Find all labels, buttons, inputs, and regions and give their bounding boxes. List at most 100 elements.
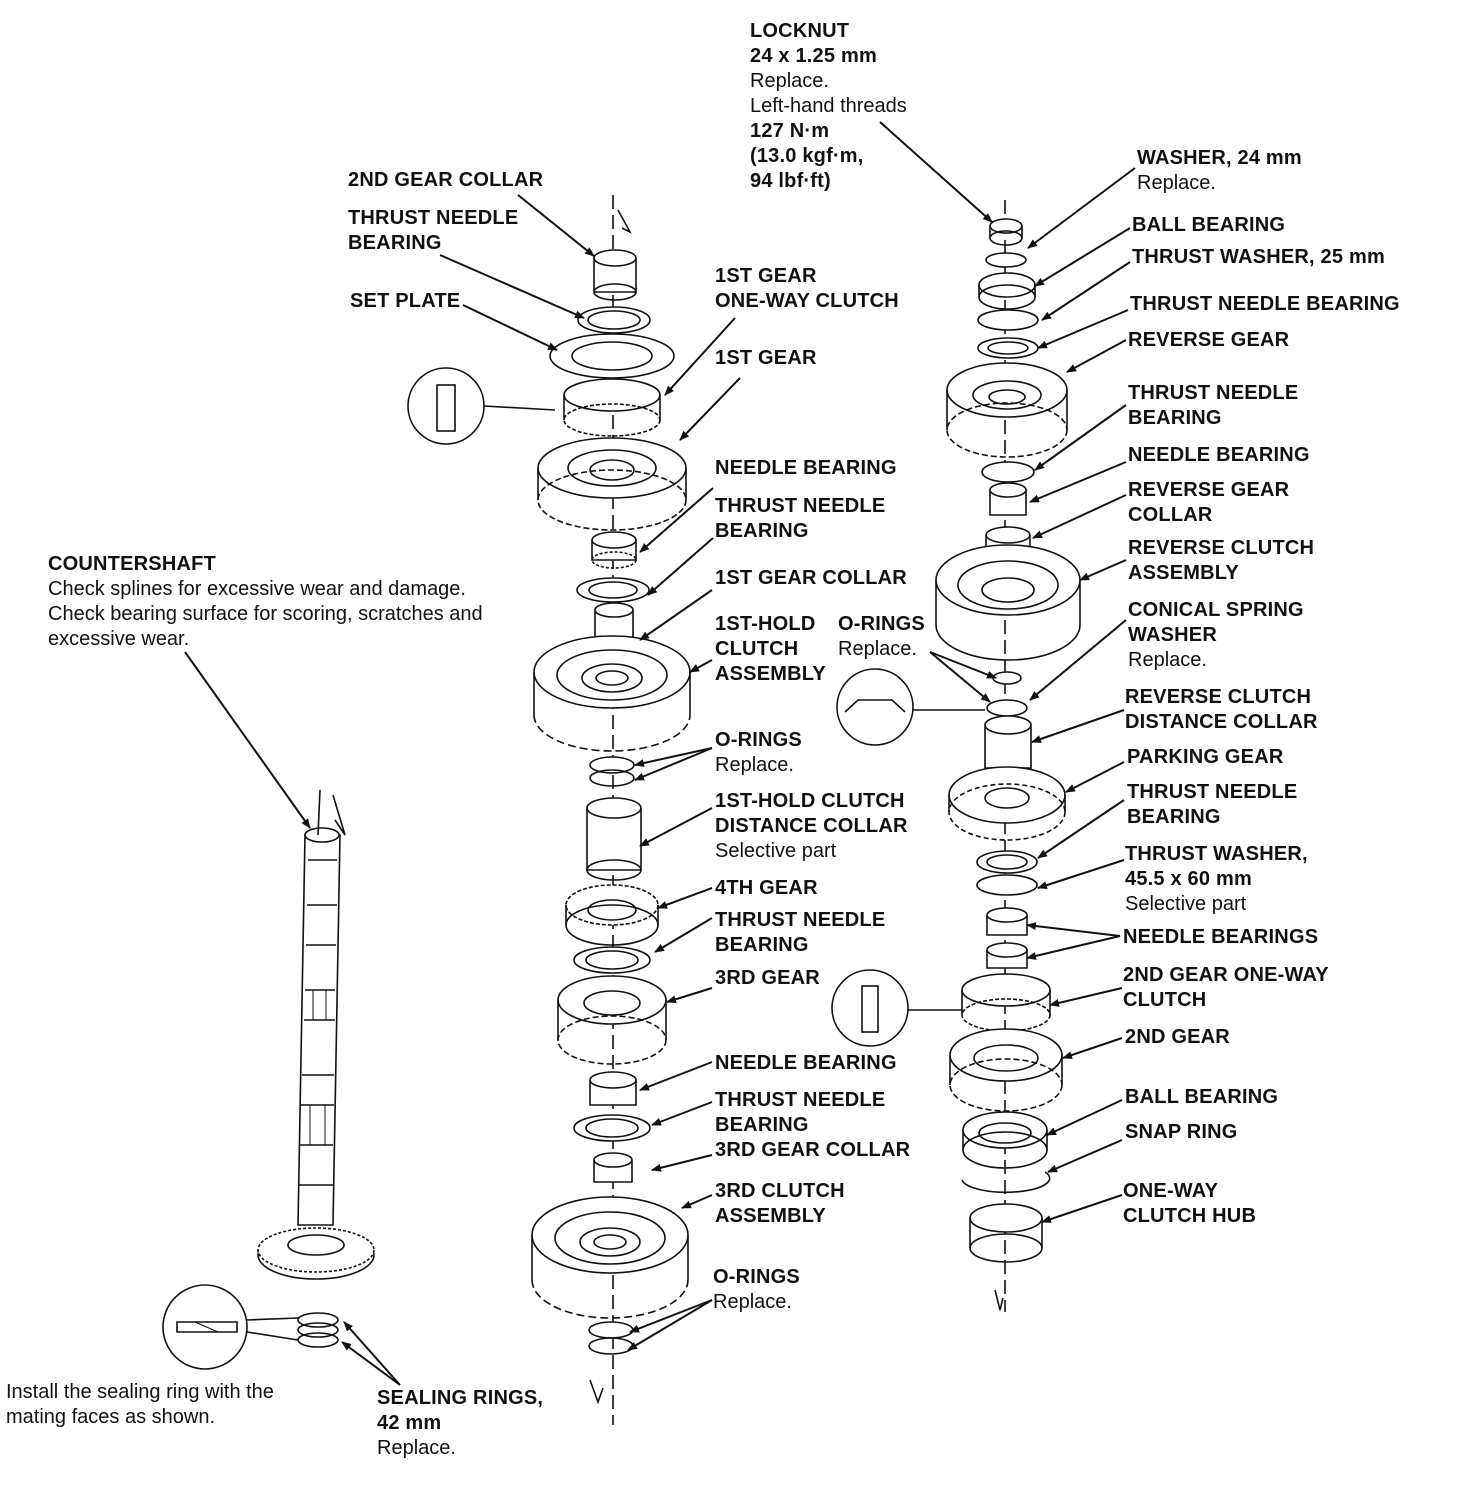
- thrust-washer-45-text: Selective part: [1125, 893, 1247, 915]
- install-note: Install the sealing ring with the mating…: [6, 1380, 274, 1430]
- sealing-rings-note: Replace.: [377, 1437, 456, 1459]
- sealing-rings-title: SEALING RINGS,: [377, 1387, 544, 1409]
- conical-spring-washer-text: Replace.: [1128, 649, 1207, 671]
- countershaft-note: Check bearing surface for scoring, scrat…: [48, 603, 483, 625]
- sealing-rings-size: 42 mm: [377, 1412, 442, 1434]
- 4th-gear-label: 4TH GEAR: [715, 876, 818, 901]
- 1st-hold-clutch-distance-collar-text: Selective part: [715, 840, 837, 862]
- parking-gear-text: PARKING GEAR: [1127, 746, 1284, 768]
- countershaft-shaft: [257, 789, 375, 1348]
- 1st-gear-collar-text: 1ST GEAR COLLAR: [715, 567, 907, 589]
- thrust-needle-bearing-1-label: THRUST NEEDLE BEARING: [348, 206, 518, 256]
- thrust-needle-bearing-2-label: THRUST NEEDLE BEARING: [715, 494, 885, 544]
- locknut-text: 127 N·m: [750, 120, 830, 142]
- locknut-text: 94 lbf·ft): [750, 170, 831, 192]
- 3rd-gear-collar-label: 3RD GEAR COLLAR: [715, 1138, 910, 1163]
- thrust-washer-25mm-label: THRUST WASHER, 25 mm: [1132, 245, 1385, 270]
- o-rings-1-text: O-RINGS: [715, 729, 802, 751]
- one-way-clutch-hub-text: ONE-WAY: [1123, 1180, 1219, 1202]
- countershaft-title: COUNTERSHAFT: [48, 553, 216, 575]
- ball-bearing-1-text: BALL BEARING: [1132, 214, 1286, 236]
- locknut-text: Left-hand threads: [750, 95, 907, 117]
- thrust-needle-bearing-6-text: BEARING: [1128, 407, 1222, 429]
- reverse-gear-collar-text: REVERSE GEAR: [1128, 479, 1290, 501]
- set-plate-label: SET PLATE: [350, 289, 460, 314]
- o-rings-2-label: O-RINGS Replace.: [713, 1265, 800, 1315]
- 3rd-clutch-assembly-text: ASSEMBLY: [715, 1205, 826, 1227]
- thrust-needle-bearing-3-label: THRUST NEEDLE BEARING: [715, 908, 885, 958]
- thrust-needle-bearing-1-text: BEARING: [348, 232, 442, 254]
- 2nd-gear-collar-text: 2ND GEAR COLLAR: [348, 169, 544, 191]
- needle-bearing-1-text: NEEDLE BEARING: [715, 457, 897, 479]
- 1st-hold-clutch-distance-collar-text: DISTANCE COLLAR: [715, 815, 908, 837]
- thrust-needle-bearing-5-text: THRUST NEEDLE BEARING: [1130, 293, 1400, 315]
- 2nd-gear-text: 2ND GEAR: [1125, 1026, 1230, 1048]
- right-parts-stack: [935, 218, 1081, 1311]
- washer-24mm-text: Replace.: [1137, 172, 1216, 194]
- needle-bearing-2-label: NEEDLE BEARING: [715, 1051, 897, 1076]
- 3rd-gear-text: 3RD GEAR: [715, 967, 820, 989]
- 2nd-gear-one-way-clutch-text: 2ND GEAR ONE-WAY: [1123, 964, 1329, 986]
- locknut-text: (13.0 kgf·m,: [750, 145, 864, 167]
- o-rings-3-text: Replace.: [838, 638, 917, 660]
- one-way-clutch-hub-label: ONE-WAY CLUTCH HUB: [1123, 1179, 1256, 1229]
- thrust-needle-bearing-2-text: BEARING: [715, 520, 809, 542]
- 1st-hold-clutch-assembly-text: 1ST-HOLD: [715, 613, 816, 635]
- o-rings-2-text: Replace.: [713, 1291, 792, 1313]
- needle-bearing-2-text: NEEDLE BEARING: [715, 1052, 897, 1074]
- o-rings-1-label: O-RINGS Replace.: [715, 728, 802, 778]
- reverse-clutch-distance-collar-text: DISTANCE COLLAR: [1125, 711, 1318, 733]
- 1st-hold-clutch-assembly-text: ASSEMBLY: [715, 663, 826, 685]
- thrust-needle-bearing-3-text: BEARING: [715, 934, 809, 956]
- ball-bearing-2-label: BALL BEARING: [1125, 1085, 1278, 1110]
- thrust-needle-bearing-6-text: THRUST NEEDLE: [1128, 382, 1299, 404]
- ball-bearing-2-text: BALL BEARING: [1125, 1086, 1279, 1108]
- thrust-needle-bearing-6-label: THRUST NEEDLE BEARING: [1128, 381, 1298, 431]
- thrust-washer-25mm-text: THRUST WASHER, 25 mm: [1132, 246, 1385, 268]
- needle-bearing-3-text: NEEDLE BEARING: [1128, 444, 1310, 466]
- 1st-gear-label: 1ST GEAR: [715, 346, 817, 371]
- countershaft-note: Check splines for excessive wear and dam…: [48, 578, 466, 600]
- snap-ring-text: SNAP RING: [1125, 1121, 1238, 1143]
- thrust-needle-bearing-3-text: THRUST NEEDLE: [715, 909, 886, 931]
- thrust-needle-bearing-1-text: THRUST NEEDLE: [348, 207, 519, 229]
- conical-spring-washer-text: WASHER: [1128, 624, 1217, 646]
- set-plate-text: SET PLATE: [350, 290, 461, 312]
- countershaft-label: COUNTERSHAFT Check splines for excessive…: [48, 552, 483, 652]
- locknut-text: 24 x 1.25 mm: [750, 45, 877, 67]
- 3rd-gear-collar-text: 3RD GEAR COLLAR: [715, 1139, 911, 1161]
- one-way-clutch-inset-1: [407, 367, 556, 445]
- o-rings-1-text: Replace.: [715, 754, 794, 776]
- o-rings-3-text: O-RINGS: [838, 613, 925, 635]
- ball-bearing-1-label: BALL BEARING: [1132, 213, 1285, 238]
- needle-bearing-3-label: NEEDLE BEARING: [1128, 443, 1310, 468]
- 3rd-gear-label: 3RD GEAR: [715, 966, 820, 991]
- install-note-line: mating faces as shown.: [6, 1406, 215, 1428]
- o-rings-3-label: O-RINGS Replace.: [838, 612, 925, 662]
- one-way-clutch-inset-2: [831, 969, 962, 1047]
- needle-bearings-text: NEEDLE BEARINGS: [1123, 926, 1319, 948]
- thrust-needle-bearing-4-text: BEARING: [715, 1114, 809, 1136]
- sealing-rings-label: SEALING RINGS, 42 mm Replace.: [377, 1386, 543, 1461]
- 1st-gear-one-way-clutch-text: 1ST GEAR: [715, 265, 817, 287]
- thrust-needle-bearing-4-text: THRUST NEEDLE: [715, 1089, 886, 1111]
- thrust-needle-bearing-2-text: THRUST NEEDLE: [715, 495, 886, 517]
- reverse-gear-label: REVERSE GEAR: [1128, 328, 1289, 353]
- leader-lines: [184, 121, 1136, 1386]
- 1st-hold-clutch-assembly-text: CLUTCH: [715, 638, 799, 660]
- o-rings-2-text: O-RINGS: [713, 1266, 800, 1288]
- one-way-clutch-hub-text: CLUTCH HUB: [1123, 1205, 1257, 1227]
- needle-bearings-label: NEEDLE BEARINGS: [1123, 925, 1318, 950]
- 4th-gear-text: 4TH GEAR: [715, 877, 818, 899]
- locknut-text: Replace.: [750, 70, 829, 92]
